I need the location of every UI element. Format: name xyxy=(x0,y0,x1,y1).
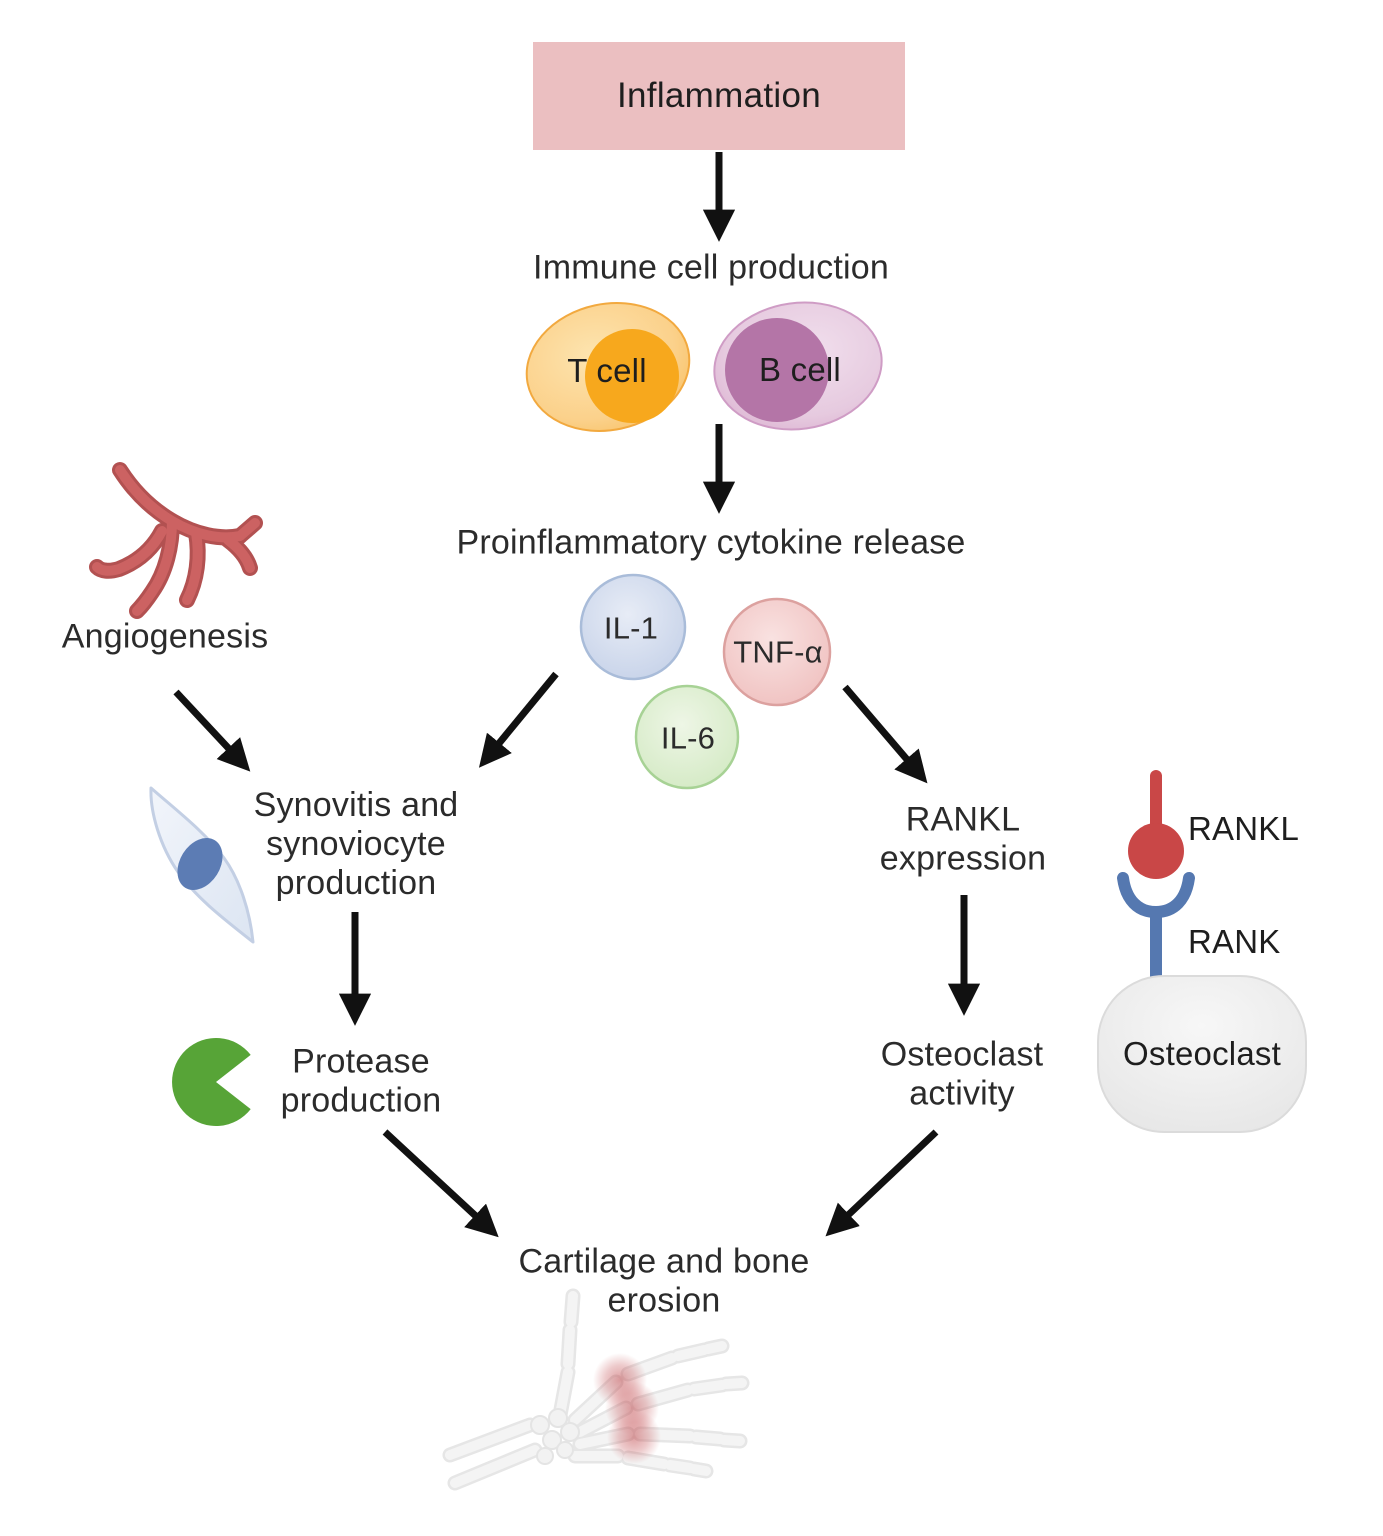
angiogenesis-label: Angiogenesis xyxy=(61,617,269,656)
skeletal-hand-icon xyxy=(442,1288,750,1491)
b-cell-icon xyxy=(713,301,883,431)
inflammation-label: Inflammation xyxy=(617,76,821,115)
tnf-alpha-cytokine-icon xyxy=(722,597,832,707)
inflamed-joint-glows xyxy=(593,1353,661,1464)
osteoclast-activity-label: Osteoclast activity xyxy=(880,1035,1044,1112)
rank-tag-label: RANK xyxy=(1188,923,1281,961)
osteoclast-cell-icon xyxy=(1097,975,1307,1133)
il6-label: IL-6 xyxy=(660,720,716,756)
protease-icon xyxy=(172,1038,251,1126)
t-cell-label: T cell xyxy=(567,352,647,390)
arrow-cytokines-to-synovitis xyxy=(478,671,559,768)
arrow-protease-to-erosion xyxy=(382,1129,499,1238)
synovitis-label: Synovitis and synoviocyte production xyxy=(253,785,459,902)
b-cell-label: B cell xyxy=(759,351,841,389)
arrow-angiogenesis-to-synovitis xyxy=(173,689,251,772)
osteoclast-cell-label: Osteoclast xyxy=(1123,1035,1281,1073)
blood-vessel-icon xyxy=(89,462,263,619)
cartilage-erosion-label: Cartilage and bone erosion xyxy=(518,1242,810,1319)
il1-label: IL-1 xyxy=(603,610,659,646)
cytokine-release-label: Proinflammatory cytokine release xyxy=(456,523,966,562)
arrow-cytokines-to-rankl xyxy=(842,684,928,784)
rank-receptor-icon xyxy=(1117,872,1195,984)
arrow-osteoclast-to-erosion xyxy=(825,1129,939,1237)
il6-cytokine-icon xyxy=(634,684,740,790)
t-cell-icon xyxy=(525,302,691,432)
rankl-expression-label: RANKL expression xyxy=(879,800,1047,877)
rankl-tag-label: RANKL xyxy=(1188,810,1300,848)
immune-cell-production-label: Immune cell production xyxy=(533,248,889,287)
synoviocyte-icon xyxy=(149,786,255,944)
inflammation-box: Inflammation xyxy=(533,42,905,150)
flow-arrows xyxy=(173,152,981,1238)
protease-production-label: Protease production xyxy=(280,1042,442,1119)
rankl-ligand-icon xyxy=(1128,770,1184,879)
tnf-alpha-label: TNF-α xyxy=(733,634,823,670)
il1-cytokine-icon xyxy=(579,573,687,681)
